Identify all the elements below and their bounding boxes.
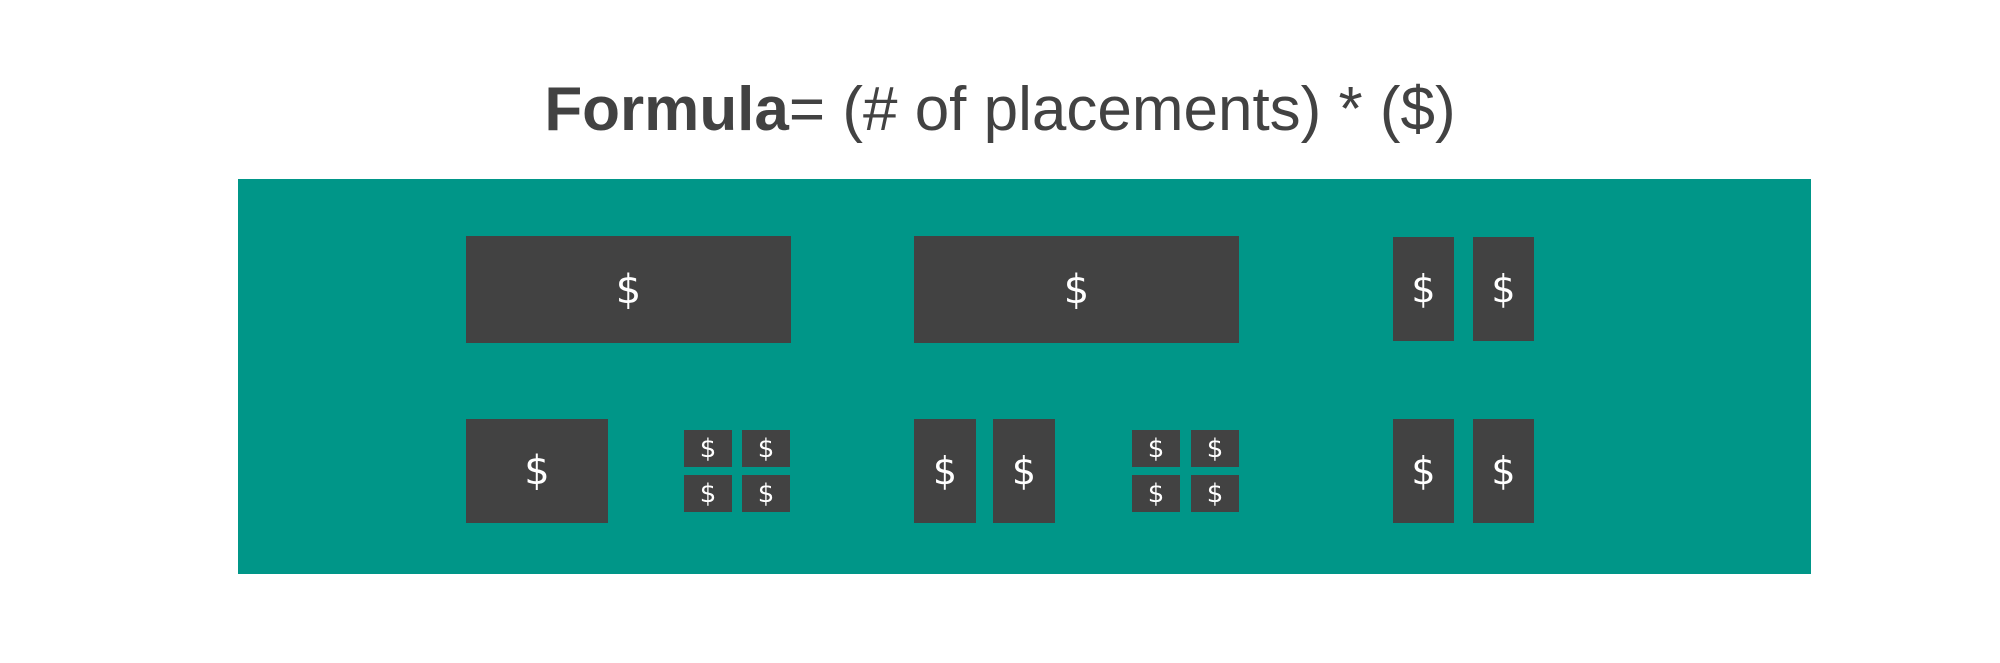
ad-block-tall-1: $ <box>1393 237 1454 341</box>
ad-block-small-5: $ <box>1132 430 1180 467</box>
dollar-symbol: $ <box>1063 266 1090 313</box>
formula-label: Formula <box>544 75 789 144</box>
dollar-symbol: $ <box>1491 449 1516 493</box>
ad-block-small-8: $ <box>1191 475 1239 512</box>
dollar-symbol: $ <box>1411 267 1436 311</box>
ad-block-wide-2: $ <box>914 236 1239 343</box>
ad-block-small-2: $ <box>742 430 790 467</box>
ad-block-tall-5: $ <box>1393 419 1454 523</box>
ad-block-medium: $ <box>466 419 608 523</box>
ad-block-small-6: $ <box>1191 430 1239 467</box>
dollar-symbol: $ <box>1206 478 1224 509</box>
formula-title: Formula= (# of placements) * ($) <box>0 70 2000 150</box>
dollar-symbol: $ <box>1147 478 1165 509</box>
ad-block-small-1: $ <box>684 430 732 467</box>
ad-block-tall-6: $ <box>1473 419 1534 523</box>
dollar-symbol: $ <box>1491 267 1516 311</box>
placements-panel: $ $ $ $ $ $ $ $ $ $ $ $ $ $ $ $ <box>238 179 1811 574</box>
dollar-symbol: $ <box>1147 433 1165 464</box>
ad-block-wide-1: $ <box>466 236 791 343</box>
ad-block-tall-4: $ <box>993 419 1055 523</box>
ad-block-tall-3: $ <box>914 419 976 523</box>
dollar-symbol: $ <box>615 266 642 313</box>
ad-block-small-4: $ <box>742 475 790 512</box>
dollar-symbol: $ <box>1011 449 1037 493</box>
ad-block-tall-2: $ <box>1473 237 1534 341</box>
dollar-symbol: $ <box>524 448 550 494</box>
dollar-symbol: $ <box>932 449 958 493</box>
ad-block-small-7: $ <box>1132 475 1180 512</box>
dollar-symbol: $ <box>1206 433 1224 464</box>
formula-expression: = (# of placements) * ($) <box>788 75 1456 144</box>
dollar-symbol: $ <box>1411 449 1436 493</box>
dollar-symbol: $ <box>699 433 717 464</box>
dollar-symbol: $ <box>757 478 775 509</box>
ad-block-small-3: $ <box>684 475 732 512</box>
dollar-symbol: $ <box>699 478 717 509</box>
dollar-symbol: $ <box>757 433 775 464</box>
